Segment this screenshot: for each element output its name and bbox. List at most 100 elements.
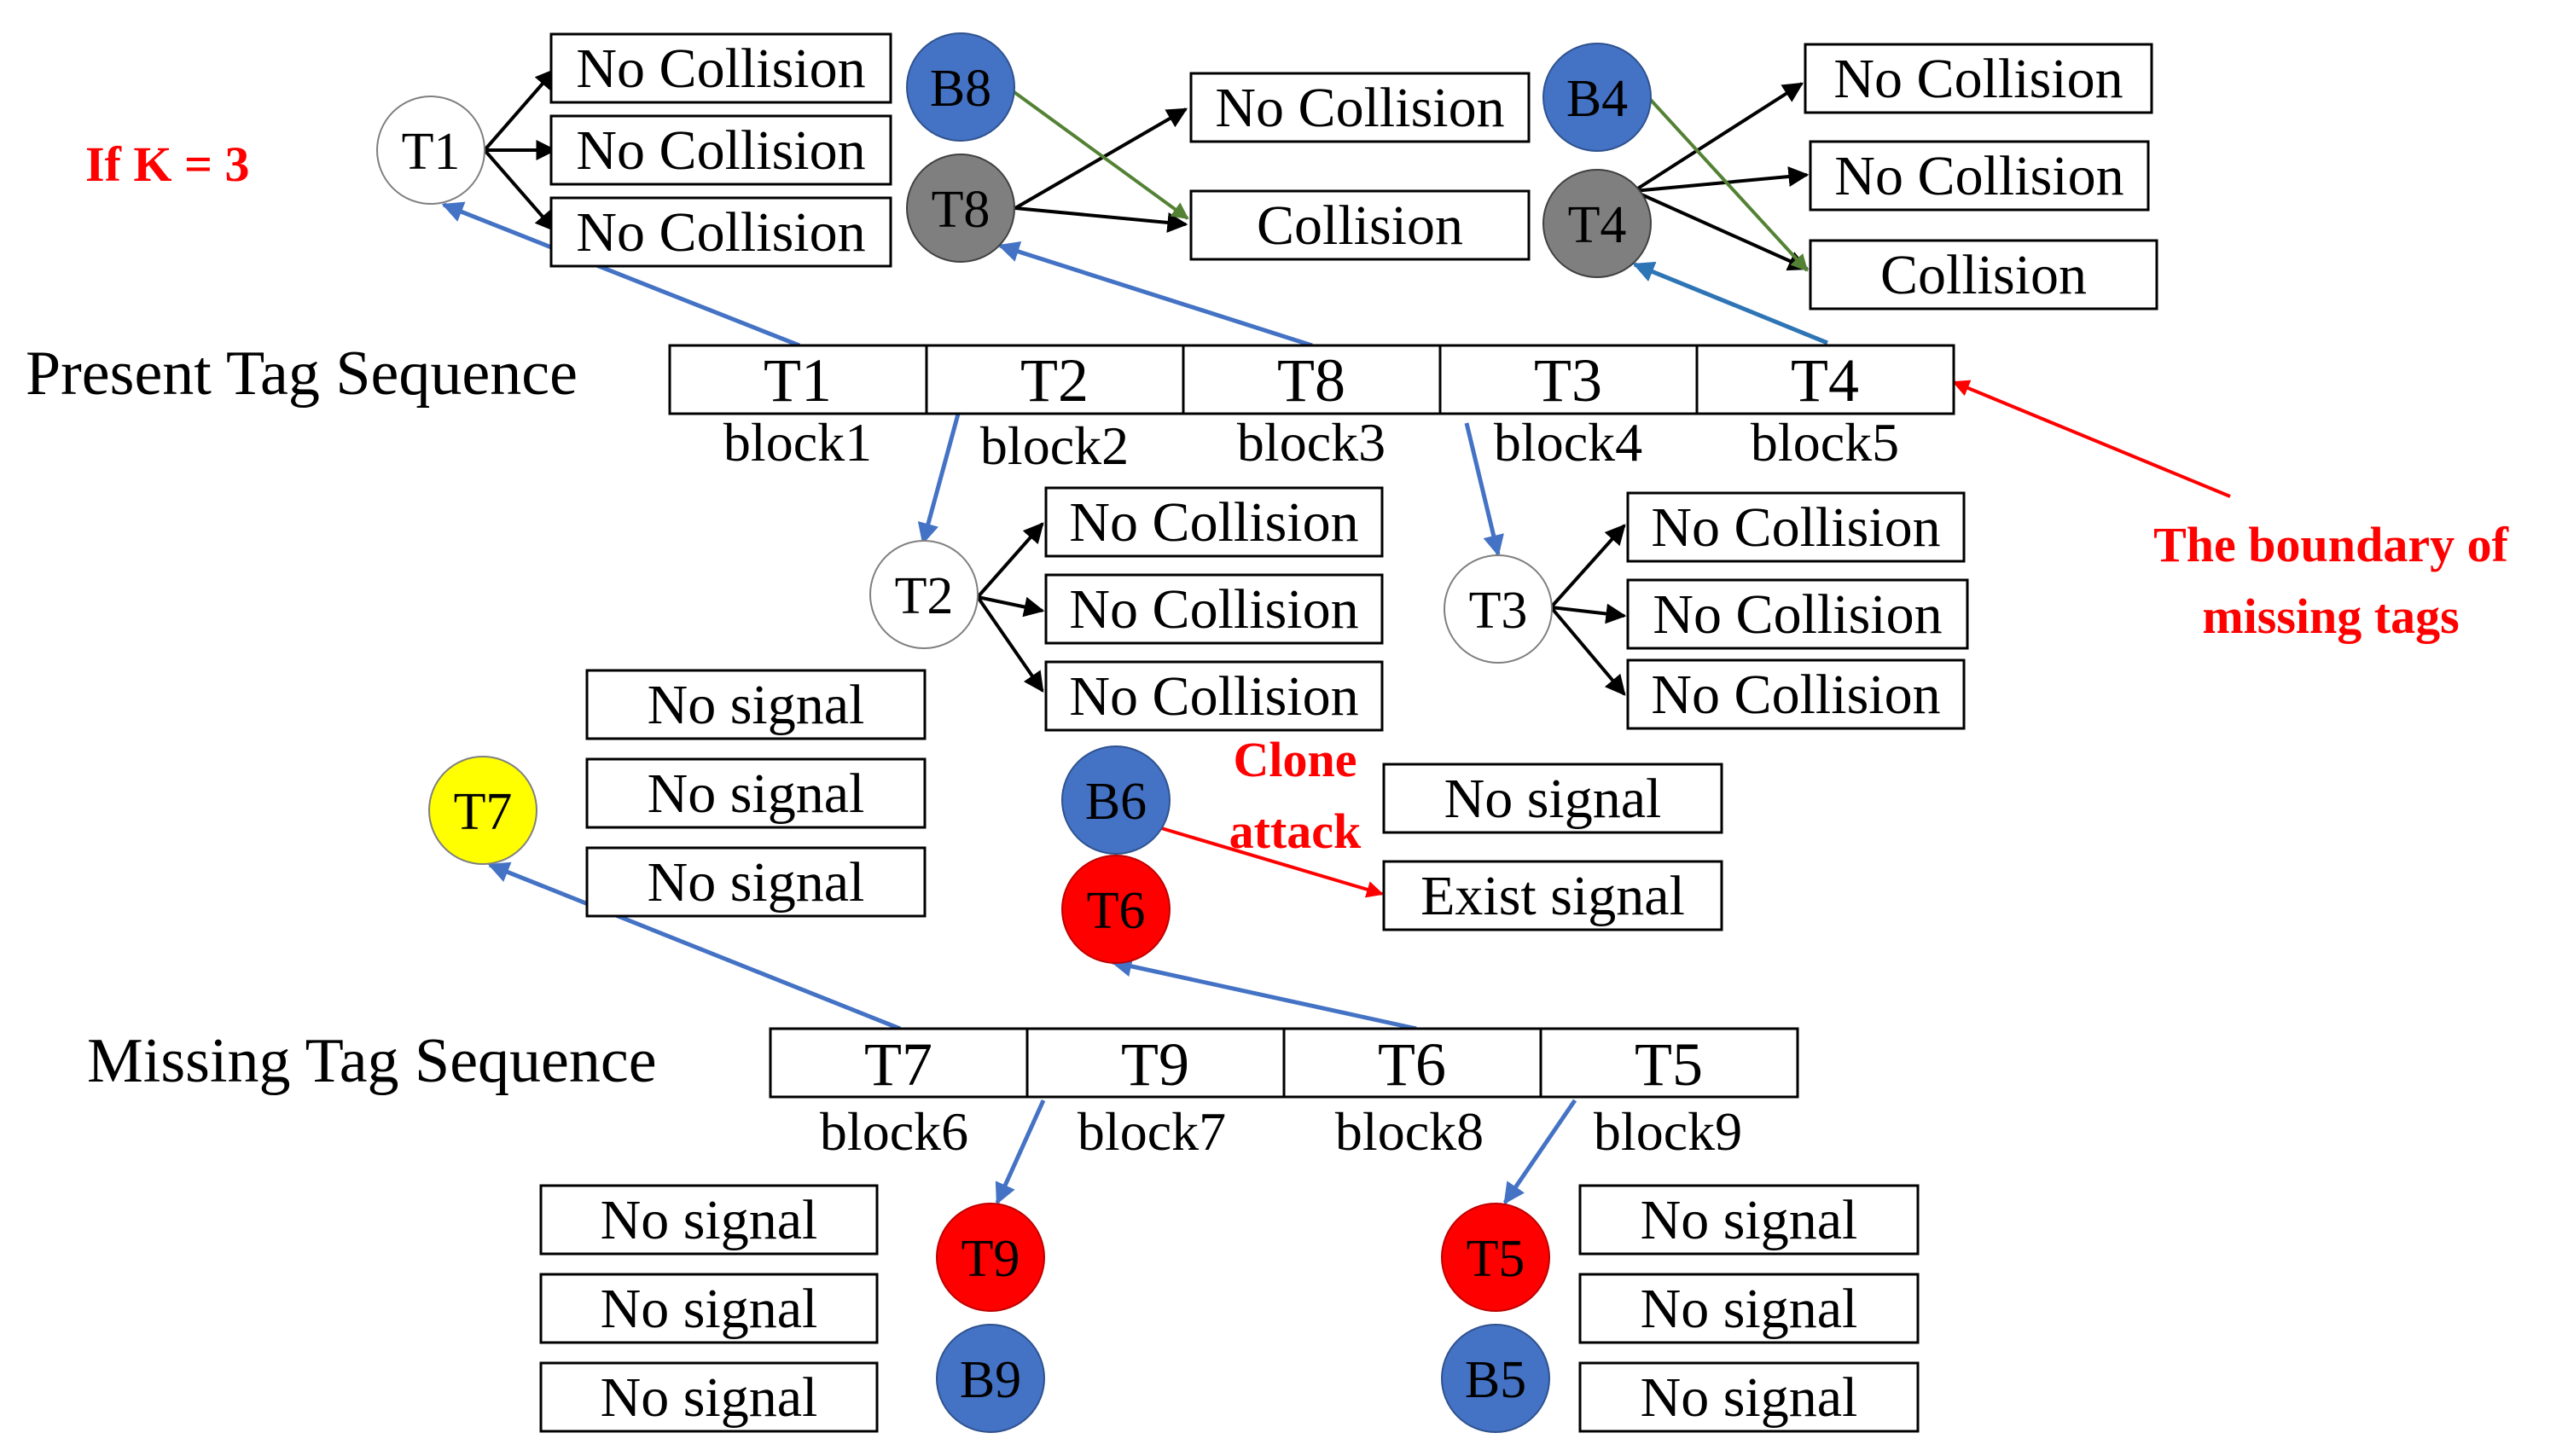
t6-result-text-2: Exist signal bbox=[1420, 865, 1685, 927]
node-t1-label: T1 bbox=[402, 123, 461, 181]
t4-result-box-2 bbox=[1809, 140, 2150, 212]
t4-arrow-2 bbox=[1633, 166, 1810, 193]
t4-branch-arrows bbox=[1632, 82, 1810, 271]
t6-result-box-2 bbox=[1382, 860, 1723, 931]
arrow-block3-to-t8 bbox=[997, 241, 1313, 348]
present-sequence-bar: T1 T2 T8 T3 T4 block1 block2 block3 bloc… bbox=[668, 344, 1955, 476]
t7-results: No signal No signal No signal bbox=[585, 669, 927, 918]
present-cell-label-2: T2 bbox=[1020, 346, 1089, 415]
node-b4: B4 bbox=[1542, 43, 1652, 152]
clone-attack-arrow bbox=[1158, 826, 1384, 898]
block-label-8: block8 bbox=[1335, 1101, 1484, 1162]
node-t6-label: T6 bbox=[1087, 882, 1146, 940]
t1-results: No Collision No Collision No Collision bbox=[549, 32, 892, 268]
block-label-6: block6 bbox=[820, 1101, 968, 1162]
arrow-block6-to-t7 bbox=[487, 861, 901, 1031]
t3-result-box-3 bbox=[1626, 658, 1966, 730]
node-b8: B8 bbox=[906, 32, 1015, 142]
t5-result-text-3: No signal bbox=[1641, 1366, 1858, 1429]
node-t5-label: T5 bbox=[1467, 1230, 1525, 1288]
block-label-7: block7 bbox=[1078, 1101, 1226, 1162]
block-label-2: block2 bbox=[980, 415, 1129, 476]
present-cell-3 bbox=[1182, 344, 1442, 415]
node-b6-label: B6 bbox=[1085, 773, 1147, 831]
t5-result-text-1: No signal bbox=[1641, 1189, 1858, 1251]
present-cell-label-5: T4 bbox=[1791, 346, 1859, 415]
missing-cell-3 bbox=[1282, 1027, 1542, 1099]
present-sequence-label: Present Tag Sequence bbox=[26, 339, 578, 409]
node-b6: B6 bbox=[1061, 745, 1171, 855]
t4-result-box-1 bbox=[1804, 43, 2153, 114]
arrow-block7-to-t9 bbox=[995, 1099, 1046, 1205]
block-label-3: block3 bbox=[1237, 412, 1386, 473]
arrow-block1-to-t1 bbox=[441, 201, 800, 348]
t2-result-text-1: No Collision bbox=[1069, 491, 1358, 554]
t5-result-box-2 bbox=[1578, 1273, 1920, 1344]
boundary-label-line2: missing tags bbox=[2202, 589, 2459, 644]
block-label-5: block5 bbox=[1751, 412, 1899, 473]
missing-cell-2 bbox=[1025, 1027, 1286, 1099]
t3-result-text-1: No Collision bbox=[1651, 496, 1940, 559]
t8-result-text-2: Collision bbox=[1257, 194, 1463, 257]
t7-result-box-1 bbox=[585, 669, 927, 740]
t3-result-text-3: No Collision bbox=[1651, 664, 1940, 726]
t8-arrow-2 bbox=[1014, 206, 1188, 233]
missing-cell-label-4: T5 bbox=[1635, 1030, 1703, 1099]
node-t3: T3 bbox=[1444, 554, 1553, 664]
arrow-block8-to-t6 bbox=[1110, 955, 1417, 1031]
present-cell-5 bbox=[1695, 344, 1955, 415]
t8-branch-arrows bbox=[1014, 107, 1188, 233]
t7-result-text-2: No signal bbox=[648, 763, 865, 825]
t9-result-box-1 bbox=[539, 1184, 879, 1256]
missing-sequence-bar: T7 T9 T6 T5 block6 block7 block8 block9 bbox=[769, 1027, 1799, 1162]
arrow-block9-to-t5 bbox=[1502, 1099, 1577, 1205]
present-cell-label-1: T1 bbox=[764, 346, 832, 415]
b4-green-arrow bbox=[1647, 96, 1809, 272]
t2-branch-arrows bbox=[976, 522, 1045, 693]
t1-result-text-1: No Collision bbox=[576, 38, 865, 100]
node-t2-label: T2 bbox=[895, 567, 954, 625]
t1-result-box-3 bbox=[549, 196, 892, 268]
t5-result-box-3 bbox=[1578, 1361, 1920, 1433]
t8-result-box-2 bbox=[1189, 189, 1531, 261]
node-t1: T1 bbox=[376, 96, 485, 205]
t7-result-text-3: No signal bbox=[648, 851, 865, 914]
node-t6: T6 bbox=[1061, 855, 1171, 964]
arrow-block4-to-t3 bbox=[1464, 422, 1504, 557]
k-condition-label: If K = 3 bbox=[85, 136, 250, 192]
block-label-4: block4 bbox=[1494, 412, 1642, 473]
block-label-1: block1 bbox=[723, 412, 872, 473]
t3-results: No Collision No Collision No Collision bbox=[1626, 491, 1969, 730]
t3-arrow-3 bbox=[1549, 606, 1626, 696]
clone-attack-label-line1: Clone bbox=[1234, 732, 1357, 787]
node-t7: T7 bbox=[428, 756, 537, 865]
boundary-label-line1: The boundary of bbox=[2153, 517, 2508, 572]
boundary-arrow bbox=[1952, 380, 2231, 498]
present-cell-label-4: T3 bbox=[1534, 346, 1602, 415]
node-t2: T2 bbox=[869, 540, 979, 649]
t6-result-text-1: No signal bbox=[1444, 768, 1662, 830]
t1-result-box-1 bbox=[549, 32, 892, 104]
missing-cell-label-1: T7 bbox=[864, 1030, 932, 1099]
node-t4: T4 bbox=[1542, 169, 1652, 278]
present-cell-label-3: T8 bbox=[1277, 346, 1345, 415]
missing-cell-4 bbox=[1539, 1027, 1799, 1099]
t4-results: No Collision No Collision Collision bbox=[1804, 43, 2158, 310]
node-t9: T9 bbox=[936, 1203, 1045, 1312]
t1-branch-arrows bbox=[483, 68, 557, 232]
t3-result-box-2 bbox=[1626, 578, 1969, 650]
t7-result-box-2 bbox=[585, 757, 927, 829]
missing-sequence-label: Missing Tag Sequence bbox=[87, 1026, 657, 1096]
arrow-block2-to-t2 bbox=[917, 407, 962, 545]
node-b4-label: B4 bbox=[1566, 70, 1628, 128]
arrow-block5-to-t4 bbox=[1632, 261, 1828, 345]
t8-arrow-1 bbox=[1014, 107, 1188, 210]
node-t3-label: T3 bbox=[1469, 582, 1528, 640]
t1-result-text-3: No Collision bbox=[576, 201, 865, 264]
t6-results: No signal Exist signal bbox=[1382, 763, 1723, 931]
t4-result-text-3: Collision bbox=[1880, 244, 2087, 306]
t5-result-box-1 bbox=[1578, 1184, 1920, 1256]
blue-link-arrows bbox=[441, 201, 1577, 1205]
t2-arrow-3 bbox=[976, 595, 1044, 693]
